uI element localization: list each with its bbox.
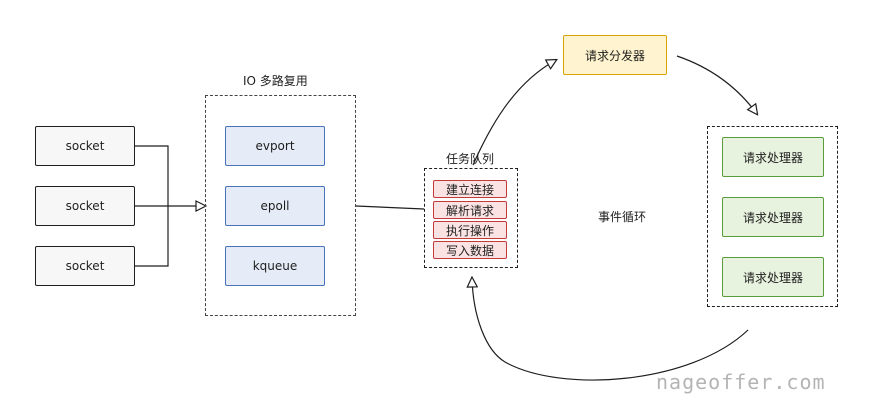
io-group-title: IO 多路复用 bbox=[243, 74, 308, 88]
task-queue-container bbox=[424, 168, 518, 268]
socket-box-3: socket bbox=[35, 246, 135, 286]
task-item-execute: 执行操作 bbox=[433, 221, 507, 239]
watermark-text: nageoffer.com bbox=[656, 370, 826, 394]
handler-label: 请求处理器 bbox=[742, 150, 803, 165]
socket-label: socket bbox=[65, 259, 105, 273]
dispatcher-box: 请求分发器 bbox=[563, 35, 667, 75]
socket-1-line bbox=[135, 145, 169, 206]
socket-label: socket bbox=[65, 139, 105, 153]
task-item-write: 写入数据 bbox=[433, 241, 507, 259]
multiplexer-epoll: epoll bbox=[225, 186, 325, 226]
handler-label: 请求处理器 bbox=[742, 270, 803, 285]
multiplexer-kqueue: kqueue bbox=[225, 246, 325, 286]
handlers-container bbox=[707, 126, 838, 307]
socket-label: socket bbox=[65, 199, 105, 213]
handler-box-2: 请求处理器 bbox=[722, 197, 824, 237]
socket-box-1: socket bbox=[35, 126, 135, 166]
dispatcher-to-handlers-arrow bbox=[676, 55, 757, 114]
handler-box-3: 请求处理器 bbox=[722, 257, 824, 297]
dispatcher-label: 请求分发器 bbox=[584, 48, 645, 63]
multiplexer-label: epoll bbox=[260, 199, 290, 213]
task-queue-title: 任务队列 bbox=[446, 152, 495, 166]
multiplexer-evport: evport bbox=[225, 126, 325, 166]
task-item-label: 写入数据 bbox=[445, 243, 494, 258]
multiplexer-label: evport bbox=[255, 139, 295, 153]
socket-box-2: socket bbox=[35, 186, 135, 226]
handlers-to-queue-arrow bbox=[472, 278, 749, 381]
event-loop-label: 事件循环 bbox=[598, 210, 647, 224]
task-item-label: 执行操作 bbox=[445, 223, 494, 238]
task-item-connect: 建立连接 bbox=[433, 180, 507, 198]
multiplexer-label: kqueue bbox=[252, 259, 298, 273]
task-item-parse: 解析请求 bbox=[433, 201, 507, 219]
io-group-container bbox=[205, 95, 356, 316]
socket-3-line bbox=[135, 206, 169, 267]
task-item-label: 解析请求 bbox=[445, 203, 494, 218]
handler-label: 请求处理器 bbox=[742, 210, 803, 225]
handler-box-1: 请求处理器 bbox=[722, 137, 824, 177]
queue-to-dispatcher-arrow bbox=[472, 60, 556, 166]
task-item-label: 建立连接 bbox=[445, 182, 494, 197]
io-to-queue-line bbox=[355, 205, 425, 210]
